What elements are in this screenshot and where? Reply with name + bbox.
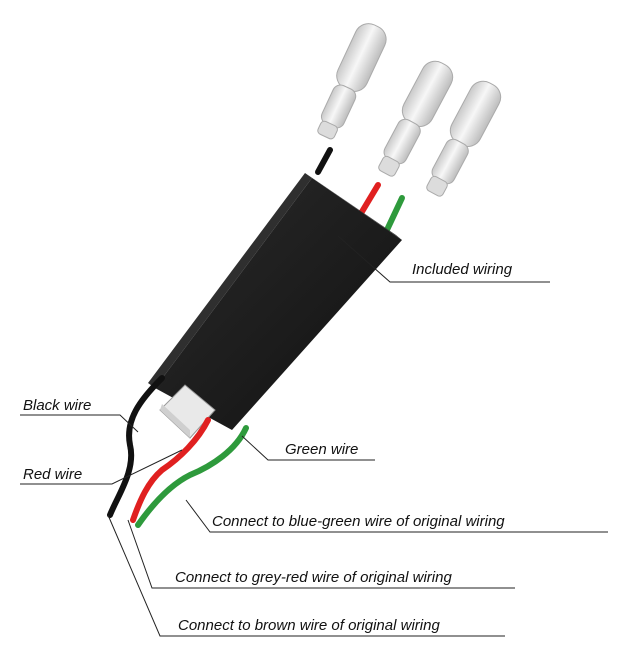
- leader-blue-green: [185, 499, 608, 533]
- label-red-wire: Red wire: [23, 466, 82, 483]
- connector-middle: [378, 60, 454, 177]
- label-connect-blue-green: Connect to blue-green wire of original w…: [212, 513, 505, 530]
- green-wire-top: [383, 195, 405, 235]
- label-black-wire: Black wire: [23, 397, 91, 414]
- label-included-wiring: Included wiring: [412, 261, 513, 278]
- label-connect-grey-red: Connect to grey-red wire of original wir…: [175, 569, 452, 586]
- connector-right: [426, 80, 502, 197]
- leader-included-wiring: [337, 235, 550, 283]
- red-wire-bottom: [130, 417, 211, 523]
- black-wire-bottom: [107, 375, 165, 518]
- red-wire-top: [357, 182, 381, 218]
- plug-block: [159, 384, 216, 439]
- module-box: [148, 173, 402, 430]
- leader-black-wire: [20, 414, 139, 433]
- leader-brown: [107, 514, 505, 637]
- black-wire-top: [315, 147, 333, 175]
- leader-red-wire: [20, 449, 183, 485]
- label-connect-brown: Connect to brown wire of original wiring: [178, 617, 440, 634]
- leader-lines: [20, 235, 608, 637]
- label-green-wire: Green wire: [285, 441, 358, 458]
- leader-green-wire: [241, 435, 375, 461]
- connector-left: [317, 23, 387, 140]
- green-wire-bottom: [135, 425, 249, 528]
- leader-grey-red: [127, 519, 515, 589]
